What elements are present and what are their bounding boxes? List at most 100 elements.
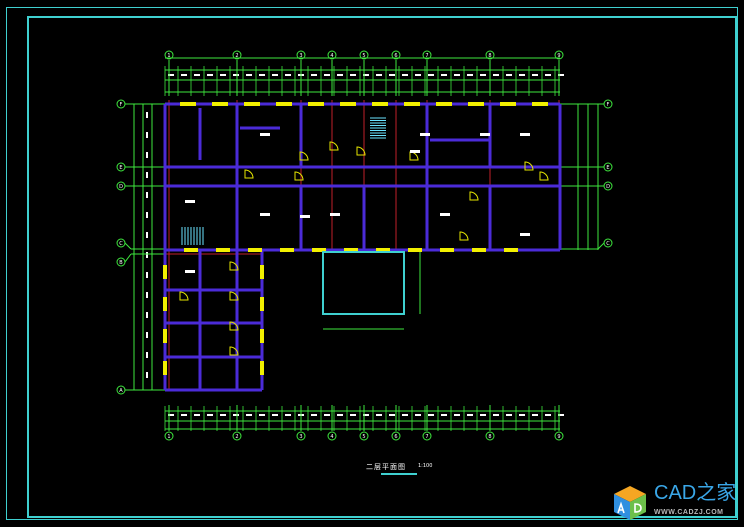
dimension-text xyxy=(441,414,447,416)
axis-label: 8 xyxy=(488,53,491,59)
dimension-text xyxy=(259,414,265,416)
axis-bubble xyxy=(327,50,337,60)
door-swing xyxy=(409,151,419,161)
window xyxy=(260,265,264,279)
window xyxy=(163,297,167,311)
axis-bubble xyxy=(391,50,401,60)
door-swing xyxy=(179,291,189,301)
axis-label: F xyxy=(120,102,123,108)
dimension-text xyxy=(168,414,174,416)
axis-label: 9 xyxy=(557,53,560,59)
dimension-text xyxy=(519,74,525,76)
axis-bubble xyxy=(327,431,337,441)
axis-bubble xyxy=(422,50,432,60)
dimension-text xyxy=(146,172,148,178)
door-swing xyxy=(294,171,304,181)
door-swing xyxy=(229,346,239,356)
dimension-text xyxy=(311,74,317,76)
dimension-text xyxy=(376,414,382,416)
dimension-text xyxy=(480,74,486,76)
dimension-text xyxy=(146,232,148,238)
axis-bubble xyxy=(116,162,126,172)
dimension-text xyxy=(259,74,265,76)
door-swing xyxy=(356,146,366,156)
window xyxy=(436,102,452,106)
outer-frame xyxy=(6,7,738,520)
room-label xyxy=(185,270,195,273)
dimension-text xyxy=(493,74,499,76)
dimension-text xyxy=(363,74,369,76)
axis-label: D xyxy=(119,184,123,190)
dimension-text xyxy=(146,112,148,118)
dimension-text xyxy=(181,414,187,416)
axis-label: F xyxy=(607,102,610,108)
dimension-text xyxy=(146,272,148,278)
dimension-text xyxy=(467,74,473,76)
axis-label: B xyxy=(119,260,123,266)
window xyxy=(184,248,198,252)
axis-label: C xyxy=(606,241,610,247)
window xyxy=(344,248,358,252)
dimension-text xyxy=(146,352,148,358)
dimension-text xyxy=(246,74,252,76)
window xyxy=(260,361,264,375)
window xyxy=(308,102,324,106)
axis-label: 2 xyxy=(235,434,238,440)
window xyxy=(260,329,264,343)
window xyxy=(276,102,292,106)
axis-bubble xyxy=(603,162,613,172)
room-label xyxy=(440,213,450,216)
dimension-text xyxy=(220,414,226,416)
axis-leader xyxy=(124,242,132,250)
axis-bubble xyxy=(116,181,126,191)
dimension-text xyxy=(207,414,213,416)
dimension-text xyxy=(506,414,512,416)
dimension-text xyxy=(545,414,551,416)
room-label xyxy=(520,133,530,136)
axis-bubble xyxy=(164,431,174,441)
window xyxy=(504,248,518,252)
cube-logo-icon xyxy=(614,486,646,520)
dimension-text xyxy=(350,74,356,76)
dimension-text xyxy=(272,74,278,76)
window xyxy=(532,102,548,106)
dimension-text xyxy=(337,414,343,416)
window xyxy=(280,248,294,252)
dimension-text xyxy=(146,132,148,138)
room-label xyxy=(480,133,490,136)
window xyxy=(376,248,390,252)
window xyxy=(212,102,228,106)
courtyard-outline xyxy=(322,251,405,315)
axis-bubble xyxy=(554,50,564,60)
axis-bubble xyxy=(116,238,126,248)
dimension-text xyxy=(480,414,486,416)
drawing-title: 二层平面图 xyxy=(366,463,406,471)
axis-bubble xyxy=(603,99,613,109)
window xyxy=(340,102,356,106)
door-swing xyxy=(539,171,549,181)
window xyxy=(372,102,388,106)
axis-bubble xyxy=(554,431,564,441)
drawing-scale: 1:100 xyxy=(418,463,433,469)
dimension-text xyxy=(467,414,473,416)
room-label xyxy=(260,213,270,216)
dimension-text xyxy=(146,372,148,378)
axis-bubble xyxy=(296,50,306,60)
axis-bubble xyxy=(603,238,613,248)
axis-label: 4 xyxy=(330,434,333,440)
dimension-text xyxy=(428,74,434,76)
dimension-text xyxy=(519,414,525,416)
dimension-text xyxy=(402,74,408,76)
door-swing xyxy=(229,321,239,331)
window xyxy=(248,248,262,252)
room-label xyxy=(260,133,270,136)
inner-frame xyxy=(27,16,737,518)
axis-label: 4 xyxy=(330,53,333,59)
dimension-text xyxy=(402,414,408,416)
dimension-text xyxy=(558,74,564,76)
dimension-text xyxy=(376,74,382,76)
dimension-text xyxy=(285,414,291,416)
dimension-text xyxy=(415,74,421,76)
